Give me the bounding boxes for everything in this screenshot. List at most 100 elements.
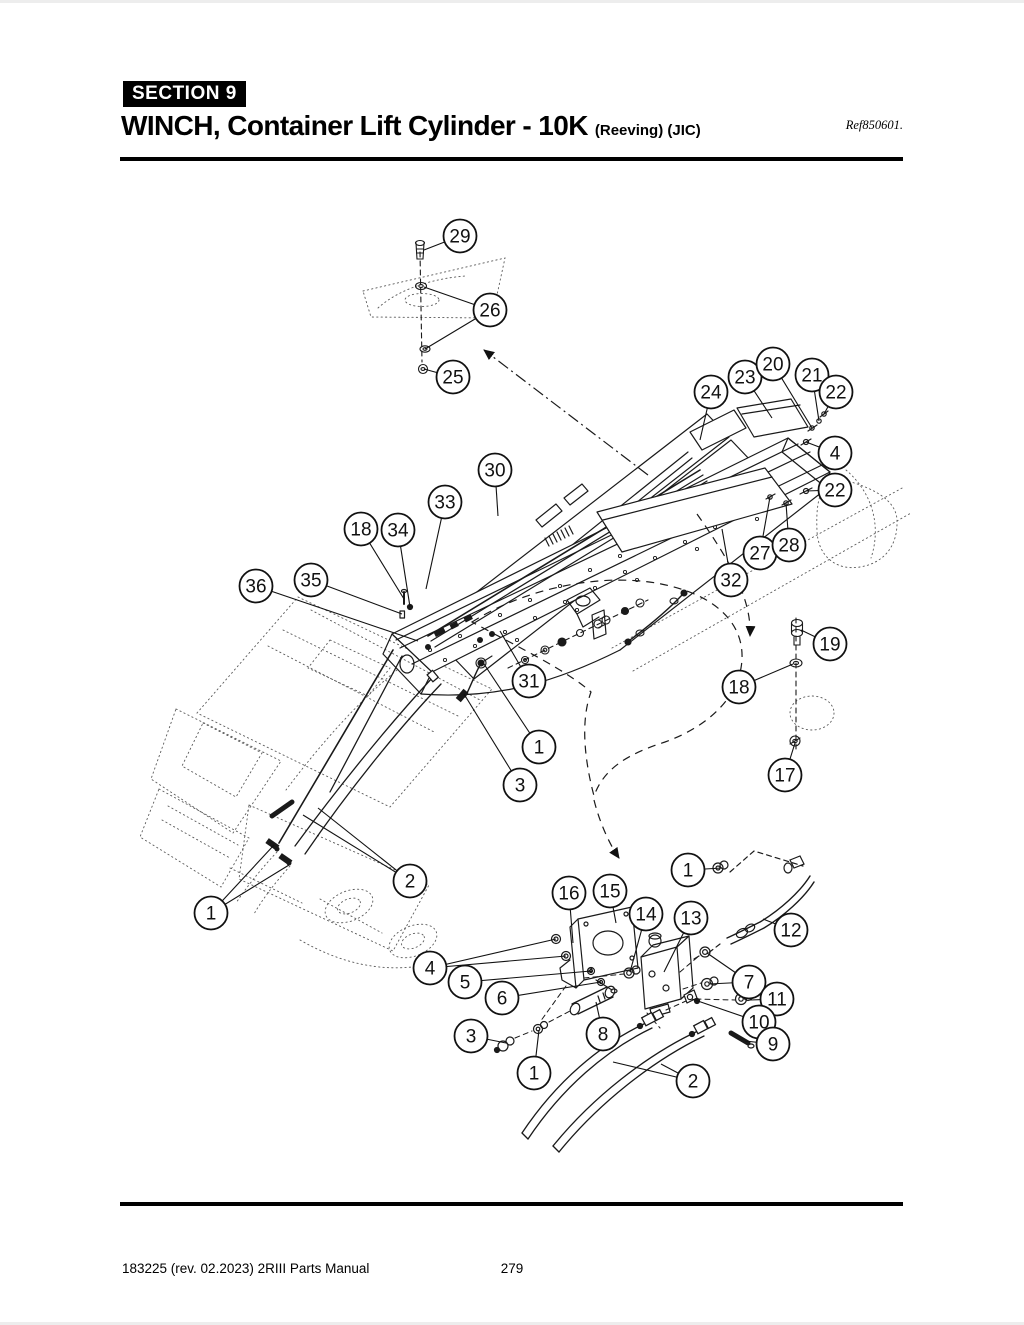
header-rule (120, 157, 903, 161)
view-arrow-up (483, 349, 649, 476)
callout-1: 1 (521, 729, 557, 765)
svg-text:18: 18 (728, 678, 749, 699)
callout-leader (317, 807, 411, 882)
callout-8: 8 (585, 1016, 621, 1052)
side-panel-32 (596, 467, 793, 553)
callout-1: 1 (516, 1055, 552, 1091)
callout-6: 6 (484, 980, 520, 1016)
svg-text:2: 2 (688, 1072, 699, 1093)
svg-text:1: 1 (529, 1064, 540, 1085)
callout-15: 15 (592, 873, 628, 909)
top-plate-23 (736, 398, 809, 438)
svg-text:13: 13 (680, 909, 701, 930)
lower-hoses (521, 1000, 717, 1153)
callout-1: 1 (670, 852, 706, 888)
callout-leader (429, 955, 567, 969)
callout-31: 31 (511, 663, 547, 699)
winch-frame-assembly (382, 398, 831, 696)
svg-text:35: 35 (300, 571, 321, 592)
svg-text:20: 20 (762, 355, 783, 376)
callout-4: 4 (412, 950, 448, 986)
svg-text:19: 19 (819, 635, 840, 656)
svg-text:12: 12 (780, 921, 801, 942)
bolt-set-right (789, 617, 804, 753)
svg-text:27: 27 (749, 544, 770, 565)
svg-text:2: 2 (405, 872, 416, 893)
callout-11: 11 (759, 981, 795, 1017)
svg-text:5: 5 (460, 973, 471, 994)
callout-leader (302, 814, 411, 882)
page-title-suffix: (Reeving) (JIC) (594, 122, 701, 139)
svg-text:22: 22 (824, 481, 845, 502)
callout-36: 36 (238, 568, 274, 604)
callout-22: 22 (818, 374, 854, 410)
svg-text:28: 28 (778, 536, 799, 557)
title-row: WINCH, Container Lift Cylinder - 10K (Re… (121, 110, 903, 142)
screw-stack-top (414, 239, 431, 375)
svg-text:18: 18 (350, 520, 371, 541)
svg-text:4: 4 (830, 444, 841, 465)
footer-rule (120, 1202, 903, 1206)
callout-18: 18 (343, 511, 379, 547)
callout-34: 34 (380, 512, 416, 548)
callout-18: 18 (721, 669, 757, 705)
ghost-container-sketch (362, 257, 912, 731)
svg-text:7: 7 (744, 973, 755, 994)
callout-3: 3 (453, 1018, 489, 1054)
svg-text:1: 1 (206, 904, 217, 925)
scan-edge-top (0, 0, 1024, 3)
svg-text:31: 31 (518, 672, 539, 693)
svg-text:16: 16 (558, 884, 579, 905)
svg-text:25: 25 (442, 368, 463, 389)
callout-17: 17 (767, 757, 803, 793)
callout-2: 2 (675, 1063, 711, 1099)
svg-text:34: 34 (387, 521, 409, 542)
svg-text:29: 29 (449, 227, 470, 248)
elbow-hose-12 (706, 850, 815, 955)
svg-text:36: 36 (245, 577, 266, 598)
callout-1: 1 (193, 895, 229, 931)
callout-30: 30 (477, 452, 513, 488)
callout-28: 28 (771, 527, 807, 563)
callout-22: 22 (817, 472, 853, 508)
callout-2: 2 (392, 863, 428, 899)
svg-text:17: 17 (774, 766, 795, 787)
svg-text:24: 24 (700, 383, 722, 404)
callout-24: 24 (693, 374, 729, 410)
boom-hose-pair (265, 649, 442, 866)
section-badge: SECTION 9 (123, 81, 246, 107)
callout-35: 35 (293, 562, 329, 598)
svg-text:10: 10 (748, 1013, 769, 1034)
callout-26: 26 (472, 292, 508, 328)
svg-text:26: 26 (479, 301, 500, 322)
svg-text:22: 22 (825, 383, 846, 404)
svg-text:4: 4 (425, 959, 436, 980)
callout-4: 4 (817, 435, 853, 471)
callout-19: 19 (812, 626, 848, 662)
svg-text:33: 33 (434, 493, 455, 514)
svg-text:3: 3 (466, 1027, 477, 1048)
svg-text:9: 9 (768, 1035, 779, 1056)
callout-27: 27 (742, 535, 778, 571)
callout-16: 16 (551, 875, 587, 911)
page-title: WINCH, Container Lift Cylinder - 10K (121, 110, 588, 141)
callout-29: 29 (442, 218, 478, 254)
callout-leader (429, 938, 557, 969)
callout-5: 5 (447, 964, 483, 1000)
callout-23: 23 (727, 359, 763, 395)
footer-document-info: 183225 (rev. 02.2023) 2RIII Parts Manual (122, 1261, 370, 1276)
detail-arrow-down (593, 799, 620, 859)
callout-7: 7 (731, 964, 767, 1000)
svg-text:15: 15 (599, 882, 620, 903)
svg-text:3: 3 (515, 776, 526, 797)
svg-text:11: 11 (767, 990, 787, 1011)
callout-3: 3 (502, 767, 538, 803)
scan-edge-bottom (0, 1322, 1024, 1325)
detail-balloon (470, 579, 743, 799)
callout-13: 13 (673, 900, 709, 936)
svg-text:6: 6 (497, 989, 508, 1010)
svg-text:30: 30 (484, 461, 505, 482)
